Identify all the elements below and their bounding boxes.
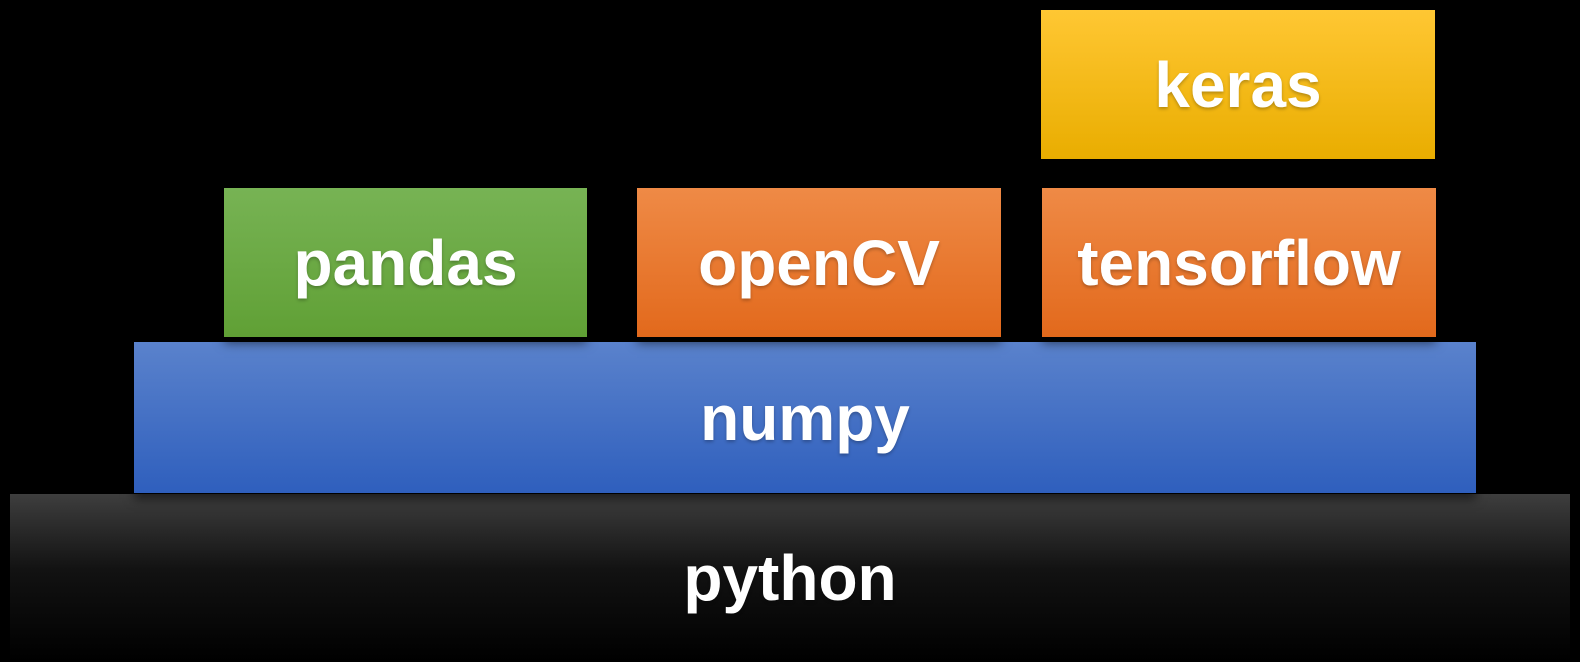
pandas-box: pandas [224,188,587,337]
opencv-label: openCV [698,226,940,299]
tensorflow-label: tensorflow [1077,226,1401,299]
tensorflow-box: tensorflow [1042,188,1436,337]
numpy-label: numpy [700,381,910,454]
opencv-box: openCV [637,188,1001,337]
keras-label: keras [1154,48,1322,121]
keras-box: keras [1041,10,1435,159]
python-box: python [10,494,1570,662]
pandas-label: pandas [293,226,518,299]
numpy-box: numpy [134,342,1476,493]
python-label: python [683,542,897,614]
